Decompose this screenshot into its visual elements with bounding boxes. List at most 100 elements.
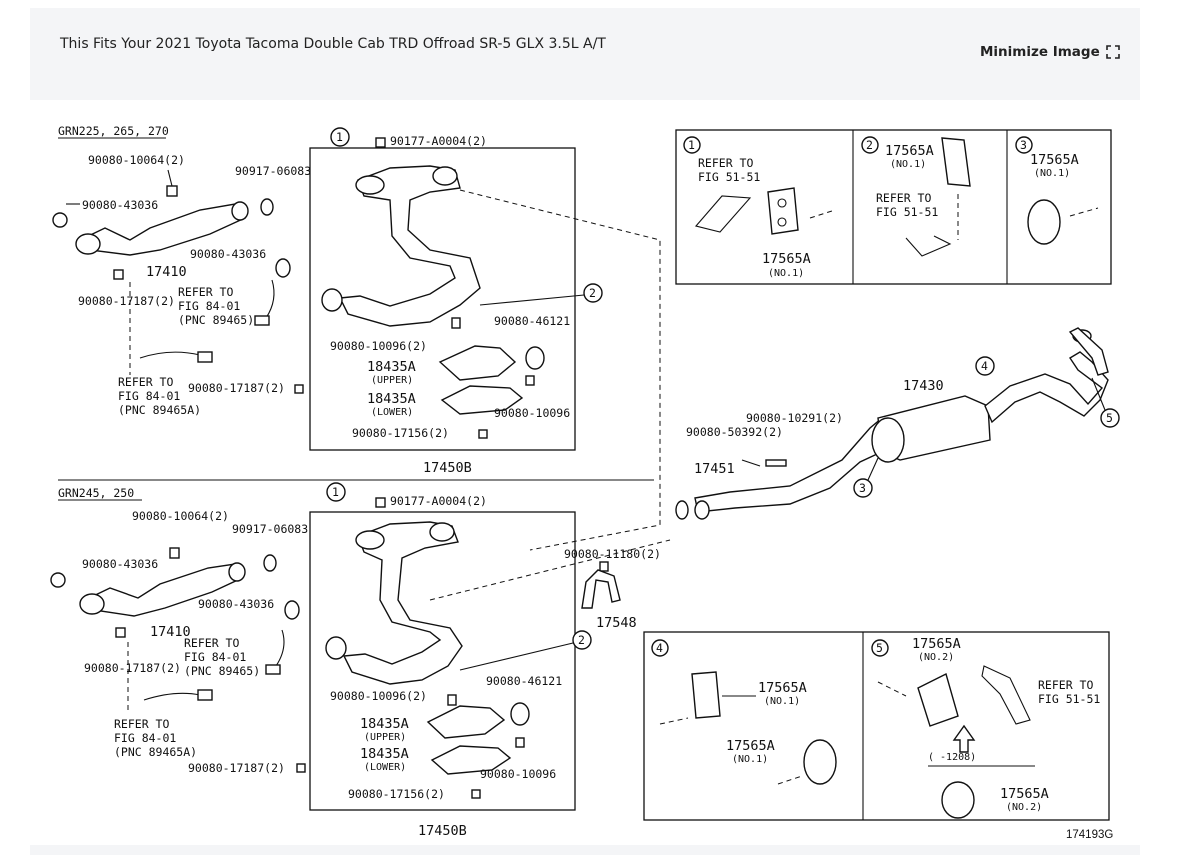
note-fig51-d2: FIG 51-51 [876, 205, 938, 219]
label-17565a-d4a: 17565A [758, 680, 807, 696]
label-18435a-lower-bottom: 18435A [360, 746, 409, 762]
heat-insulator-lower[interactable] [440, 385, 524, 415]
front-pipe-17450b-bottom[interactable] [325, 521, 463, 685]
callout-1-top[interactable] [330, 127, 350, 147]
svg-text:4: 4 [981, 359, 988, 373]
gasket-icon [260, 198, 274, 216]
svg-text:3: 3 [1020, 138, 1027, 152]
label-17450b-bottom: 17450B [418, 823, 467, 839]
label-17410-bottom: 17410 [150, 624, 191, 640]
note-no2-d5a: (NO.2) [918, 652, 954, 663]
hanger-rod-icon [905, 235, 952, 257]
callout-2-detail[interactable] [861, 136, 879, 154]
assembly-box-17450b-top [309, 147, 576, 451]
callout-3-detail[interactable] [1015, 136, 1033, 154]
hanger-rubber-17565a[interactable] [917, 672, 959, 727]
heat-insulator-upper[interactable] [438, 345, 517, 381]
svg-text:2: 2 [578, 633, 585, 647]
label-90080-50392: 90080-50392(2) [686, 425, 783, 439]
o2-sensor-wire [265, 279, 275, 319]
note-refer-d2: REFER TO [876, 191, 931, 205]
note-date-range: ( -1208) [928, 752, 976, 763]
hanger-rubber-17565a[interactable] [941, 137, 971, 187]
label-17565a-d3: 17565A [1030, 152, 1079, 168]
label-90080-17187b-top: 90080-17187(2) [188, 381, 285, 395]
note-no1-d3: (NO.1) [1034, 168, 1070, 179]
nut-icon [375, 137, 386, 148]
hanger-rubber-17565a[interactable] [941, 781, 975, 819]
heat-insulator-upper-bottom[interactable] [426, 705, 506, 739]
callout-5-detail[interactable] [871, 639, 889, 657]
callout-2-bottom[interactable] [572, 630, 592, 650]
hanger-rubber-17565a[interactable] [691, 671, 721, 719]
label-90080-11180: 90080-11180(2) [564, 547, 661, 561]
note-refer-top-2: REFER TO [118, 375, 173, 389]
callout-4-exhaust[interactable] [975, 356, 995, 376]
hanger-rubber-17565a[interactable] [767, 187, 799, 235]
gasket-icon [675, 500, 689, 520]
note-pnc-top-2: (PNC 89465A) [118, 403, 201, 417]
expand-corners-icon [1105, 45, 1120, 59]
heat-insulator-lower-bottom[interactable] [430, 745, 512, 775]
nut-icon [471, 789, 481, 799]
catalytic-converter-17410-top[interactable] [75, 201, 249, 256]
page-title: This Fits Your 2021 Toyota Tacoma Double… [60, 36, 606, 52]
label-90080-46121-bottom: 90080-46121 [486, 674, 562, 688]
detail-panel-bottom [643, 631, 1110, 821]
note-upper-top: (UPPER) [371, 375, 413, 386]
tail-pipe-muffler-17430[interactable] [694, 327, 1109, 520]
label-17565a-d5b: 17565A [1000, 786, 1049, 802]
minimize-image-button[interactable]: Minimize Image [980, 43, 1120, 61]
front-pipe-17450b-top[interactable] [321, 165, 481, 327]
arrow-up-icon [952, 724, 976, 753]
label-90080-17156-top: 90080-17156(2) [352, 426, 449, 440]
svg-text:1: 1 [332, 485, 339, 499]
note-no1-d1: (NO.1) [768, 268, 804, 279]
gasket-icon [263, 554, 277, 572]
hanger-rubber-17565a[interactable] [1027, 199, 1061, 245]
note-no1-d2: (NO.1) [890, 159, 926, 170]
label-90080-43036b-top: 90080-43036 [190, 247, 266, 261]
note-refer-d1: REFER TO [698, 156, 753, 170]
note-fig84-top-1: FIG 84-01 [178, 299, 240, 313]
note-refer-d5: REFER TO [1038, 678, 1093, 692]
label-90177-bottom: 90177-A0004(2) [390, 494, 487, 508]
label-18435a-upper-top: 18435A [367, 359, 416, 375]
callout-5-exhaust[interactable] [1100, 408, 1120, 428]
clamp-icon [525, 346, 545, 370]
nut-icon [113, 269, 124, 280]
bolt-icon [525, 375, 535, 386]
label-90080-17187b-bottom: 90080-17187(2) [188, 761, 285, 775]
svg-text:3: 3 [859, 481, 866, 495]
note-lower-bottom: (LOWER) [364, 762, 406, 773]
note-upper-bottom: (UPPER) [364, 732, 406, 743]
hanger-rubber-17565a[interactable] [803, 739, 837, 785]
svg-text:2: 2 [866, 138, 873, 152]
label-90917-06083-top: 90917-06083 [235, 164, 311, 178]
callout-3-exhaust[interactable] [853, 478, 873, 498]
label-17565a-d1: 17565A [762, 251, 811, 267]
nut-icon [375, 497, 386, 508]
catalytic-converter-17410-bottom[interactable] [79, 562, 246, 617]
callout-2-top[interactable] [583, 283, 603, 303]
note-pnc-bottom-1: (PNC 89465) [184, 664, 260, 678]
gasket-icon [284, 600, 300, 620]
figure-id: 174193G [1066, 829, 1113, 841]
svg-text:4: 4 [656, 641, 663, 655]
label-90080-10064-top: 90080-10064(2) [88, 153, 185, 167]
callout-4-detail[interactable] [651, 639, 669, 657]
note-fig51-d5: FIG 51-51 [1038, 692, 1100, 706]
label-90080-10096-2-top: 90080-10096(2) [330, 339, 427, 353]
bracket-17548[interactable] [581, 569, 621, 609]
note-fig84-bottom-2: FIG 84-01 [114, 731, 176, 745]
label-17565a-d4b: 17565A [726, 738, 775, 754]
connector-icon [197, 351, 213, 363]
callout-1-detail[interactable] [683, 136, 701, 154]
bolt-icon [515, 737, 525, 748]
label-17410-top: 17410 [146, 264, 187, 280]
o2-sensor-icon [265, 664, 281, 675]
label-90080-43036-bottom: 90080-43036 [82, 557, 158, 571]
note-no1-d4a: (NO.1) [764, 696, 800, 707]
callout-1-bottom[interactable] [326, 482, 346, 502]
svg-text:1: 1 [336, 130, 343, 144]
